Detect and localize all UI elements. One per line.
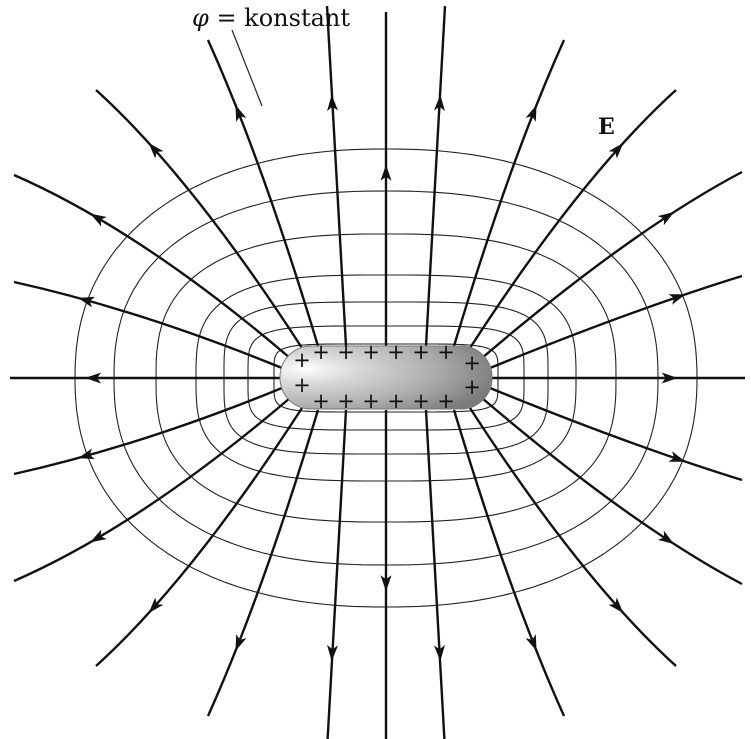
arrowhead-icon [525,104,537,122]
field-line [489,386,743,482]
field-line [95,407,304,667]
arrowhead-icon [657,530,675,545]
field-line [206,409,320,717]
plus-icon: + [293,373,311,397]
arrowhead-icon [657,211,675,226]
plus-icon: + [312,389,330,413]
arrowhead-icon [85,372,102,384]
plus-icon: + [337,340,355,364]
arrowhead-icon [327,94,339,112]
plus-icon: + [387,389,405,413]
plus-icon: + [337,389,355,413]
field-line [325,5,348,347]
field-line [13,280,283,370]
surface-charges: ++++++++++++++++ [293,340,481,413]
arrowhead-icon [148,597,164,614]
arrowhead-icon [380,164,392,181]
potential-symbol: φ [192,4,209,32]
plus-icon: + [362,340,380,364]
plus-icon: + [293,348,311,372]
arrowhead-icon [90,529,107,543]
field-line [13,386,283,476]
arrowhead-icon [235,634,247,652]
arrowhead-icon [668,294,686,305]
plus-icon: + [437,389,455,413]
arrowhead-icon [148,142,164,159]
arrowhead-icon [433,644,445,662]
plus-icon: + [362,389,380,413]
arrowhead-icon [608,597,624,614]
charged-conductor [279,345,493,410]
arrowhead-icon [235,104,247,122]
field-line [468,407,677,667]
arrowhead-icon [661,372,678,384]
arrowhead-icon [78,448,95,460]
field-line [424,5,447,347]
field-label: E [598,114,615,140]
field-line [481,170,743,359]
plus-icon: + [387,340,405,364]
potential-text: = konstant [208,4,350,32]
field-line [452,39,566,347]
plus-icon: + [437,340,455,364]
arrowhead-icon [90,213,107,227]
arrowhead-icon [78,296,95,308]
field-line [452,409,566,717]
field-line [95,89,304,349]
potential-pointer [231,29,263,107]
field-line [326,409,348,739]
plus-icon: + [463,351,481,375]
potential-label: φ = konstant [192,4,350,32]
plus-icon: + [463,375,481,399]
plus-icon: + [412,389,430,413]
field-line [13,397,291,583]
arrowhead-icon [433,94,445,112]
field-line [424,409,446,739]
field-line [481,397,743,586]
arrowhead-icon [525,634,537,652]
field-lines [10,5,745,739]
field-line [468,89,677,349]
arrowhead-icon [327,644,339,662]
arrowhead-icon [608,142,624,159]
field-line [206,39,320,347]
arrowhead-icon [380,575,392,592]
plus-icon: + [412,340,430,364]
plus-icon: + [312,340,330,364]
field-line [13,173,291,359]
field-line [489,274,743,370]
arrowhead-icon [668,451,686,462]
